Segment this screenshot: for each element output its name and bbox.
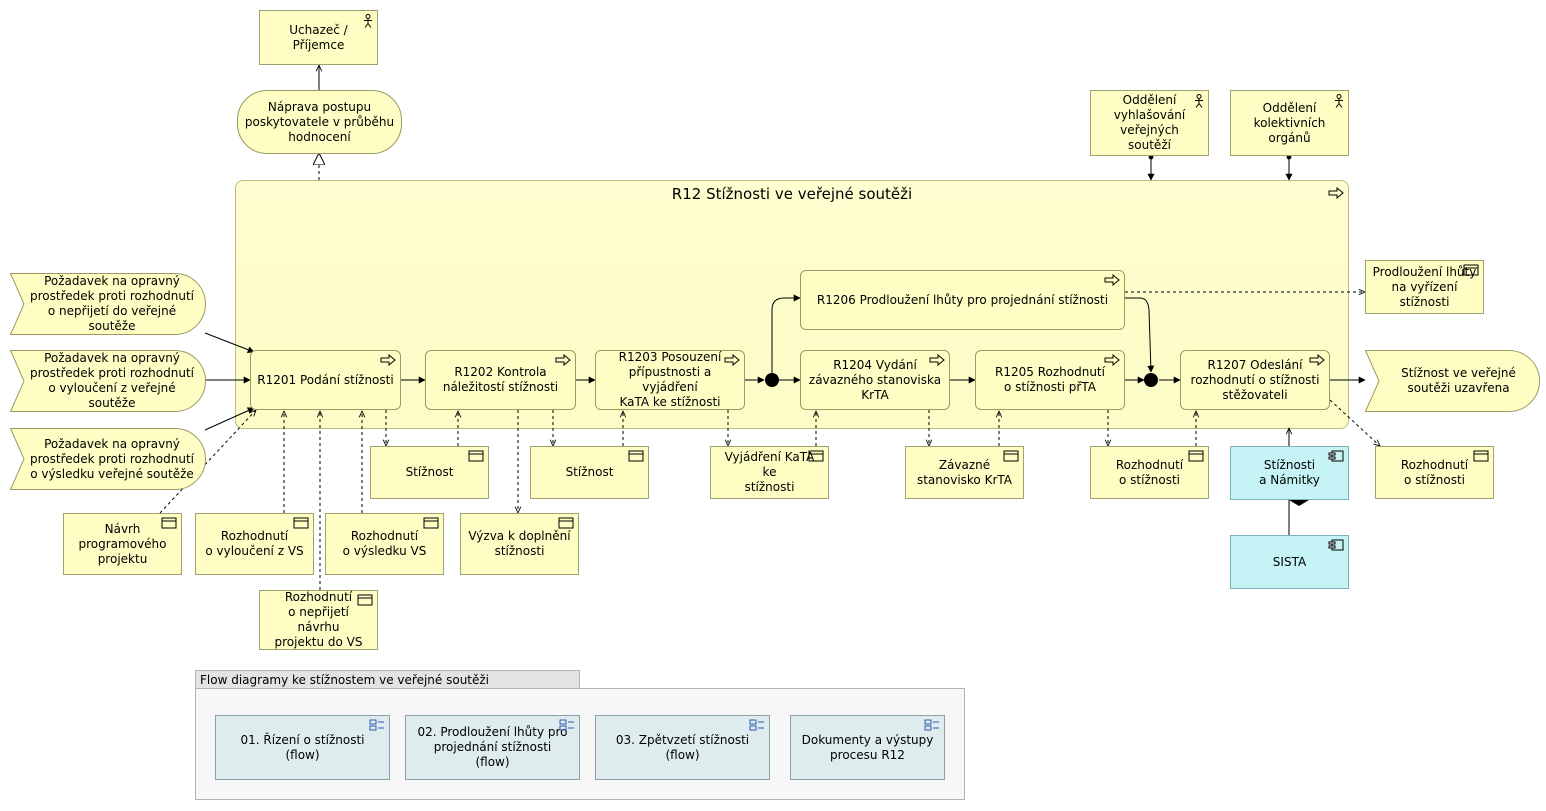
object-decision-1[interactable]: Rozhodnutí o stížnosti [1090, 446, 1209, 499]
view-icon [749, 719, 764, 731]
event-exclusion[interactable]: Požadavek na opravný prostředek proti ro… [29, 351, 194, 410]
view-icon [369, 719, 384, 731]
service-remedy[interactable]: Náprava postupu poskytovatele v průběhu … [237, 90, 402, 154]
business-object-icon [161, 517, 177, 529]
process-r1201[interactable]: R1201 Podání stížnosti [250, 350, 401, 410]
stick-figure-icon [1335, 94, 1343, 108]
component-complaints-app[interactable]: Stížnosti a Námitky [1230, 446, 1349, 500]
object-kata-statement[interactable]: Vyjádření KaTA ke stížnosti [710, 446, 829, 499]
component-icon [1328, 539, 1344, 551]
process-arrow-icon [724, 354, 740, 366]
business-object-icon [1463, 264, 1479, 276]
business-object-icon [423, 517, 439, 529]
object-result-decision[interactable]: Rozhodnutí o výsledku VS [325, 513, 444, 575]
process-r1203[interactable]: R1203 Posouzení přípustnosti a vyjádření… [595, 350, 745, 410]
flow-view-2[interactable]: 02. Prodloužení lhůty pro projednání stí… [405, 715, 580, 780]
component-sista[interactable]: SISTA [1230, 535, 1349, 589]
process-arrow-icon [929, 354, 945, 366]
actor-dept-collective[interactable]: Oddělení kolektivních orgánů [1230, 90, 1349, 156]
business-object-icon [468, 450, 484, 462]
junction-1 [765, 373, 779, 387]
process-arrow-icon [1328, 187, 1344, 199]
process-group-r12[interactable]: R12 Stížnosti ve veřejné soutěži [235, 180, 1349, 429]
junction-2 [1144, 373, 1158, 387]
view-icon [559, 719, 574, 731]
business-object-icon [293, 517, 309, 529]
event-result[interactable]: Požadavek na opravný prostředek proti ro… [29, 436, 194, 481]
group-title: R12 Stížnosti ve veřejné soutěži [671, 185, 913, 203]
object-complaint-2[interactable]: Stížnost [530, 446, 649, 499]
process-r1205[interactable]: R1205 Rozhodnutí o stížnosti přTA [975, 350, 1125, 410]
flow-view-4[interactable]: Dokumenty a výstupy procesu R12 [790, 715, 945, 780]
object-binding-opinion[interactable]: Závazné stanovisko KrTA [905, 446, 1024, 499]
object-decision-2[interactable]: Rozhodnutí o stížnosti [1375, 446, 1494, 499]
object-exclusion-decision[interactable]: Rozhodnutí o vyloučení z VS [195, 513, 314, 575]
process-r1204[interactable]: R1204 Vydání závazného stanoviska KrTA [800, 350, 950, 410]
event-closed[interactable]: Stížnost ve veřejné soutěži uzavřena [1401, 366, 1516, 395]
view-icon [924, 719, 939, 731]
stick-figure-icon [1195, 94, 1203, 108]
business-object-icon [1003, 450, 1019, 462]
process-r1206[interactable]: R1206 Prodloužení lhůty pro projednání s… [800, 270, 1125, 330]
process-r1207[interactable]: R1207 Odeslání rozhodnutí o stížnosti st… [1180, 350, 1330, 410]
process-arrow-icon [1104, 274, 1120, 286]
business-object-icon [808, 450, 824, 462]
event-shape [10, 350, 206, 412]
stick-figure-icon [364, 14, 372, 28]
event-shape [1365, 350, 1540, 412]
process-arrow-icon [555, 354, 571, 366]
business-object-icon [357, 594, 373, 606]
object-complaint-1[interactable]: Stížnost [370, 446, 489, 499]
object-extension[interactable]: Prodloužení lhůty na vyřízení stížnosti [1365, 260, 1484, 314]
business-object-icon [628, 450, 644, 462]
object-supplement-call[interactable]: Výzva k doplnění stížnosti [460, 513, 579, 575]
process-r1202[interactable]: R1202 Kontrola náležitostí stížnosti [425, 350, 576, 410]
object-nonacceptance-decision[interactable]: Rozhodnutí o nepřijetí návrhu projektu d… [259, 590, 378, 650]
process-arrow-icon [380, 354, 396, 366]
flow-view-1[interactable]: 01. Řízení o stížnosti (flow) [215, 715, 390, 780]
actor-dept-tenders[interactable]: Oddělení vyhlašování veřejných soutěží [1090, 90, 1209, 156]
business-object-icon [1188, 450, 1204, 462]
flow-view-3[interactable]: 03. Zpětvzetí stížnosti (flow) [595, 715, 770, 780]
business-object-icon [1473, 450, 1489, 462]
business-object-icon [558, 517, 574, 529]
process-arrow-icon [1104, 354, 1120, 366]
event-shape [10, 273, 206, 335]
event-shape [10, 428, 206, 490]
object-program-draft[interactable]: Návrh programového projektu [63, 513, 182, 575]
component-icon [1328, 450, 1344, 462]
event-nonacceptance[interactable]: Požadavek na opravný prostředek proti ro… [29, 274, 194, 333]
process-arrow-icon [1309, 354, 1325, 366]
flow-group-tab: Flow diagramy ke stížnostem ve veřejné s… [195, 670, 580, 689]
actor-applicant[interactable]: Uchazeč / Příjemce [259, 10, 378, 65]
